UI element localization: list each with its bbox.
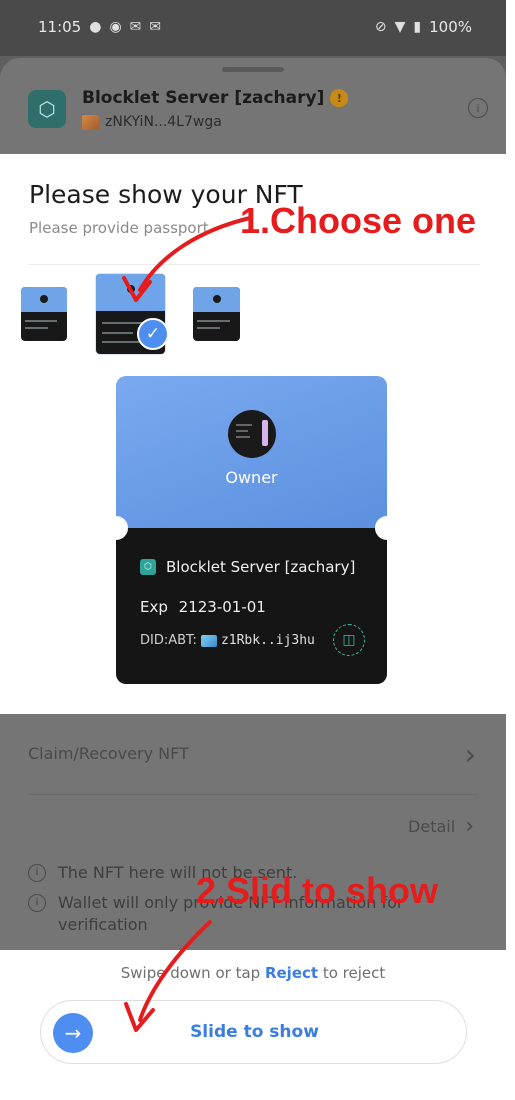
thumb-avatar [212,294,221,303]
status-time: 11:05 [38,18,82,36]
verifiable-credential-seal-icon: ◫ [333,624,365,656]
nft-option-3[interactable] [193,287,240,341]
status-bar: 11:05 ● ◉ ✉ ✉ ⊘ ▼ ▮ 100% [0,0,506,56]
app-name-row: Blocklet Server [zachary] ! [82,88,349,108]
gmail-icon: ✉ [129,19,142,35]
info-icon: i [28,864,46,882]
slide-label: Slide to show [190,1022,319,1042]
avatar-screen [262,420,268,446]
avatar-line [236,436,250,438]
chat-bubble-icon: ● [89,19,102,35]
detail-link[interactable]: Detail › [408,814,474,839]
app-did-row: zNKYiN...4L7wga [82,114,222,130]
mute-icon: ⊘ [374,19,387,35]
thumb-avatar [40,294,48,303]
claim-recovery-label: Claim/Recovery NFT [28,744,189,763]
drag-handle[interactable] [222,67,284,72]
gmail-icon: ✉ [149,19,162,35]
annotation-step2: 2.Slid to show [196,870,439,911]
thumb-line [101,322,150,324]
shield-warning-icon: ! [330,89,349,107]
swipe-prefix: Swipe down or tap [120,964,261,982]
card-notch-left [104,516,128,540]
app-logo-icon: ⬡ [28,90,66,128]
nft-did-row: DID:ABT: z1Rbk..ij3hu [140,633,315,648]
note-item: i Wallet will only provide NFT informati… [28,892,468,936]
app-name: Blocklet Server [zachary] [82,88,325,108]
nft-card-body: ⬡ Blocklet Server [zachary] Exp 2123-01-… [116,528,387,684]
did-value: z1Rbk..ij3hu [220,633,315,648]
exp-value: 2123-01-01 [178,598,266,616]
swipe-suffix: to reject [322,964,386,982]
info-icon: i [28,894,46,912]
thumb-line [24,326,48,329]
app-mini-logo-icon: ⬡ [140,559,156,575]
did-label: DID:ABT: [140,633,197,648]
notes-list: i The NFT here will not be sent. i Walle… [28,862,468,944]
battery-percent: 100% [429,18,472,36]
wifi-icon: ▼ [394,19,406,35]
exp-label: Exp [140,598,168,616]
app-header: ⬡ Blocklet Server [zachary] ! zNKYiN...4… [28,88,488,148]
info-icon[interactable]: i [468,98,488,118]
owner-avatar [228,410,276,458]
avatar-line [236,424,252,426]
chevron-right-icon: › [465,814,474,839]
circle-icon: ◉ [109,19,122,35]
did-avatar-icon [200,634,217,647]
nft-role: Owner [225,468,278,487]
slide-to-show-slider[interactable]: → Slide to show [40,1000,467,1064]
thumb-line [101,341,140,344]
nft-option-1[interactable] [21,287,67,341]
nft-card: Owner ⬡ Blocklet Server [zachary] Exp 21… [104,376,399,684]
thumb-avatar [126,285,135,294]
note-text: The NFT here will not be sent. [58,863,298,882]
nft-app-row: ⬡ Blocklet Server [zachary] [140,558,355,576]
app-did: zNKYiN...4L7wga [105,114,222,130]
detail-label: Detail [408,817,456,836]
nft-app-name: Blocklet Server [zachary] [166,558,356,576]
reject-link[interactable]: Reject [264,964,319,982]
thumb-line [24,320,57,323]
thumb-line [101,331,133,334]
screen-edge [506,0,515,1100]
note-text: Wallet will only provide NFT information… [58,893,404,934]
thumb-line [196,326,221,329]
selected-check-icon: ✓ [137,318,169,350]
annotation-step1: 1.Choose one [240,200,477,241]
claim-recovery-row[interactable]: Claim/Recovery NFT › [28,738,478,774]
divider [28,264,480,265]
thumb-line [196,320,230,323]
divider [28,794,478,795]
bottom-action-area: Swipe down or tap Reject to reject → Sli… [0,950,506,1100]
arrow-right-icon[interactable]: → [53,1013,93,1053]
swipe-hint: Swipe down or tap Reject to reject [0,964,506,982]
avatar-line [236,430,248,432]
status-left: 11:05 ● ◉ ✉ ✉ [38,18,161,36]
status-right: ⊘ ▼ ▮ 100% [375,18,472,36]
chevron-right-icon: › [464,738,476,771]
page-title: Please show your NFT [29,180,303,209]
nft-exp-row: Exp 2123-01-01 [140,598,266,616]
card-notch-right [375,516,399,540]
note-item: i The NFT here will not be sent. [28,862,468,884]
did-avatar-icon [82,114,99,130]
page-subtitle: Please provide passport [29,219,209,237]
nft-request-panel: Please show your NFT Please provide pass… [0,154,506,714]
nft-card-header: Owner [116,376,387,528]
battery-icon: ▮ [413,19,422,35]
